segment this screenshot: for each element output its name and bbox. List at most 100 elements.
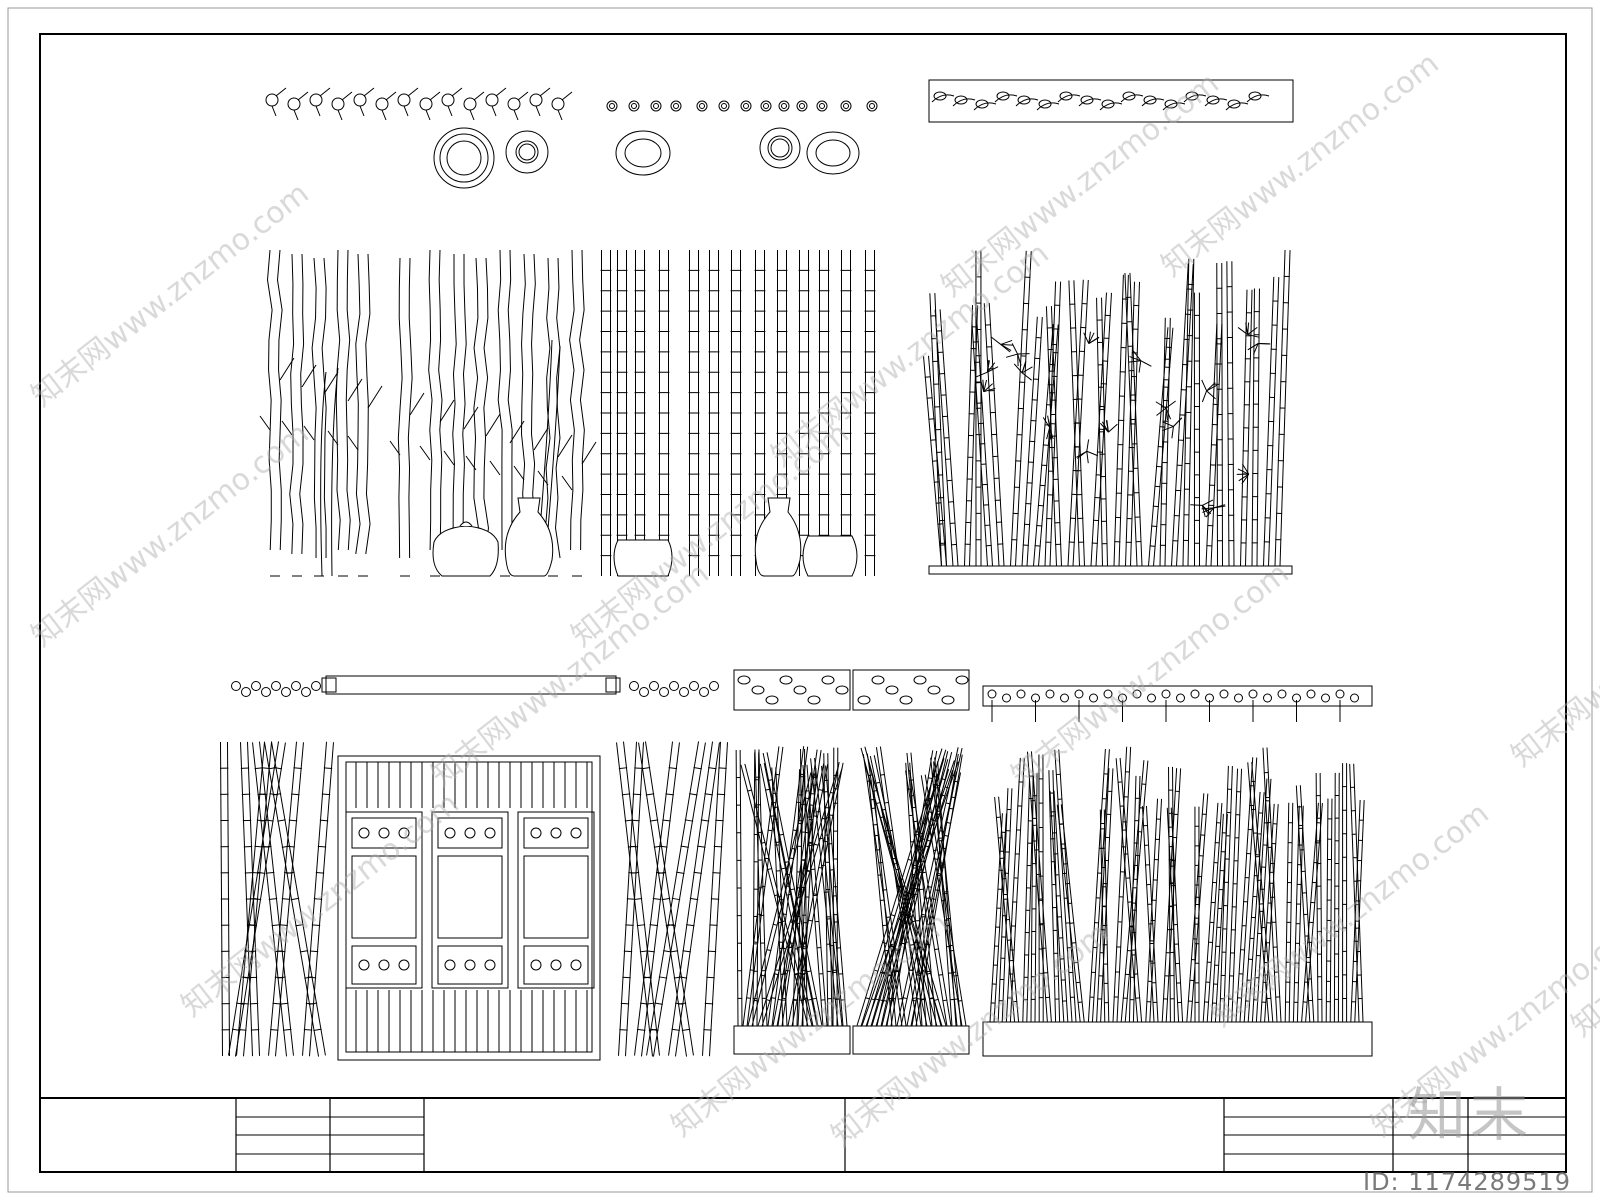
stalk-section xyxy=(1234,693,1243,703)
bamboo-rod xyxy=(658,250,670,576)
stalk-section xyxy=(994,91,1018,103)
branch-section xyxy=(529,87,551,117)
stalk-section xyxy=(1147,693,1156,703)
stalk-section xyxy=(1246,91,1270,103)
bamboo-stalk xyxy=(1182,258,1195,567)
bamboo-stalk xyxy=(1068,280,1085,567)
stalk-section xyxy=(231,681,241,691)
bamboo-leaf-cluster xyxy=(1162,417,1183,439)
branch-pole xyxy=(389,257,425,577)
stalk-section xyxy=(629,681,639,691)
bamboo-leaf-cluster xyxy=(1100,420,1118,433)
bamboo-stalk xyxy=(1216,262,1223,567)
stalk-section xyxy=(1183,91,1207,103)
bamboo-rod xyxy=(616,250,628,576)
bamboo-section xyxy=(840,100,852,112)
branch-section xyxy=(397,87,419,117)
plan-view-bottom-right xyxy=(982,685,1373,722)
plan-view-bottom-left xyxy=(231,675,719,697)
stalk-section xyxy=(669,681,679,691)
bamboo-stalk xyxy=(1342,763,1348,1023)
bamboo-stalk xyxy=(752,752,760,1027)
bamboo-section xyxy=(740,100,752,112)
stalk-section xyxy=(835,685,849,695)
bamboo-stalk xyxy=(762,752,823,1027)
bamboo-leaf-cluster xyxy=(1013,361,1033,381)
bamboo-stalk xyxy=(1202,802,1223,1023)
bamboo-leaf-cluster xyxy=(976,360,999,378)
bamboo-stalk xyxy=(1325,798,1333,1023)
stalk-section xyxy=(952,95,976,107)
branch-pole xyxy=(303,257,339,577)
bamboo-stalk xyxy=(1262,747,1282,1023)
bamboo-leaf-cluster xyxy=(1201,379,1218,403)
stalk-section xyxy=(765,695,779,705)
bamboo-stalk xyxy=(1333,772,1340,1023)
stalk-section xyxy=(1292,693,1301,722)
vases-and-pots xyxy=(432,497,858,577)
stalk-section xyxy=(1036,99,1060,111)
bamboo-section xyxy=(650,100,662,112)
bamboo-rod xyxy=(600,250,612,576)
stalk-section xyxy=(857,695,871,705)
bamboo-stalk xyxy=(1096,297,1108,567)
stalk-section xyxy=(1219,689,1229,699)
stalk-section xyxy=(793,685,807,695)
branch-section xyxy=(287,91,309,121)
branch-pole xyxy=(419,249,455,577)
bamboo-section xyxy=(606,100,618,112)
bamboo-stalk xyxy=(920,774,967,1027)
bamboo-stalk xyxy=(1099,809,1110,1023)
bamboo-stalk xyxy=(759,762,818,1027)
bamboo-leaf-cluster xyxy=(1247,343,1271,355)
branch-pole xyxy=(465,257,501,577)
branch-section xyxy=(331,91,353,121)
bamboo-stalk xyxy=(989,813,1007,1023)
carved-window-pane xyxy=(517,811,595,989)
stalk-section xyxy=(1204,95,1228,107)
stalk-section xyxy=(699,687,709,697)
stalk-section xyxy=(885,685,899,695)
bamboo-stalk xyxy=(1263,276,1280,567)
stalk-section xyxy=(291,681,301,691)
stalk-section xyxy=(779,675,793,685)
bamboo-leaf-cluster xyxy=(1155,400,1176,421)
stalk-section xyxy=(931,91,955,103)
bamboo-stalk xyxy=(983,302,1005,567)
carved-window-pane xyxy=(431,811,509,989)
stalk-section xyxy=(927,685,941,695)
brand-logo: 知末 xyxy=(1408,1081,1533,1149)
bamboo-stalk xyxy=(1090,292,1112,567)
bamboo-section xyxy=(760,100,772,112)
stalk-section xyxy=(1161,689,1171,722)
bamboo-rod xyxy=(708,250,720,576)
branch-pole xyxy=(259,249,295,577)
sheet-id: ID: 1174289519 xyxy=(1363,1168,1571,1196)
bamboo-stalk xyxy=(906,752,937,1027)
stalk-section xyxy=(709,681,719,691)
bamboo-stalk xyxy=(1141,805,1159,1023)
stalk-section xyxy=(1060,693,1069,703)
bamboo-stalk xyxy=(1315,773,1323,1023)
stalk-section xyxy=(1225,99,1249,111)
stalk-section xyxy=(899,695,913,705)
branch-pole xyxy=(561,249,597,577)
bamboo-stalk xyxy=(994,796,1020,1023)
bamboo-section xyxy=(718,100,730,112)
bamboo-stalk xyxy=(1026,751,1052,1023)
bamboo-stalk xyxy=(1240,289,1253,567)
bamboo-stalk xyxy=(1096,768,1114,1023)
bamboo-rod xyxy=(730,250,742,576)
bamboo-section xyxy=(796,100,808,112)
stalk-section xyxy=(1190,689,1200,699)
plan-view-top-right xyxy=(928,79,1294,123)
stalk-section xyxy=(1248,689,1258,722)
stalk-section xyxy=(649,681,659,691)
bamboo-stalk xyxy=(975,250,982,567)
branch-pole xyxy=(537,257,573,577)
stalk-section xyxy=(913,675,927,685)
bamboo-section xyxy=(696,100,708,112)
bamboo-rod xyxy=(864,250,876,576)
stalk-section xyxy=(1074,689,1084,722)
branch-pole xyxy=(281,253,317,577)
